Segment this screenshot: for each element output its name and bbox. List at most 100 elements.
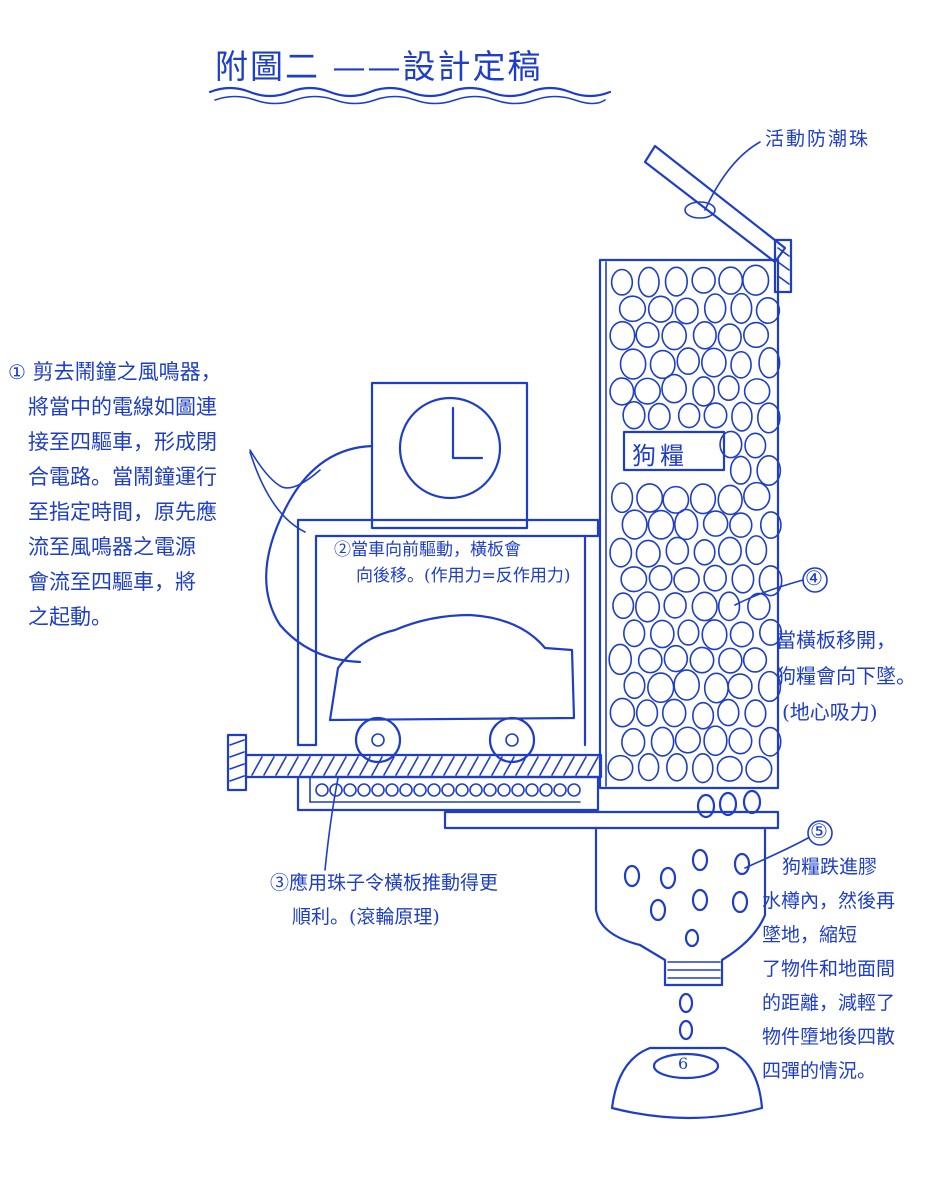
plastic-bottle	[594, 828, 767, 987]
hatch-line	[479, 756, 491, 776]
food-pellet	[637, 752, 660, 782]
food-pellet	[634, 377, 661, 405]
food-pellet	[731, 564, 755, 594]
hatch-line	[371, 756, 383, 776]
food-pellet	[692, 376, 716, 407]
food-pellet	[689, 646, 715, 674]
food-pellet	[701, 619, 728, 651]
food-pellet	[692, 321, 717, 350]
food-pellet	[649, 349, 676, 380]
food-pellet	[637, 647, 663, 674]
clock-wire	[265, 444, 374, 664]
food-pellet	[758, 726, 782, 757]
note1-line: 之起動。	[28, 605, 112, 629]
food-pellet	[727, 673, 753, 700]
food-pellet	[689, 483, 717, 515]
hatch-line	[587, 756, 599, 776]
roller-bead	[329, 783, 343, 797]
food-pellet	[755, 297, 781, 325]
lower-plate	[443, 810, 780, 830]
page-title: 附圖二 ——設計定稿	[215, 47, 543, 86]
food-pellet	[612, 592, 635, 620]
hatch-line	[419, 756, 431, 776]
note5-line: 墜地，縮短	[762, 924, 858, 946]
food-pellet	[730, 350, 752, 379]
food-pellet	[745, 755, 773, 783]
note5-line: 了物件和地面間	[762, 958, 896, 980]
roller-bead	[343, 783, 357, 797]
food-pellet	[718, 266, 744, 295]
title-underline	[208, 86, 612, 98]
note5-line: 物件墮地後四散	[762, 1026, 896, 1048]
roller-bead	[399, 783, 413, 797]
note-3: ③應用珠子令橫板推動得更 順利。(滾輪原理)	[270, 866, 498, 934]
food-pellet	[647, 295, 674, 323]
hatch-line	[335, 756, 347, 776]
hatch-line	[287, 756, 299, 776]
food-pellet	[758, 565, 783, 597]
roller-bead	[469, 783, 483, 797]
hatch-line	[491, 756, 503, 776]
dog-bowl	[610, 1046, 764, 1120]
food-pellet	[647, 402, 671, 431]
roller-bead	[553, 783, 567, 797]
food-pellet	[759, 618, 783, 646]
food-pellet	[673, 669, 700, 701]
alarm-clock	[370, 381, 529, 530]
note3-line: 順利。(滾輪原理)	[292, 906, 440, 928]
food-pellet	[703, 672, 729, 704]
food-pellet	[637, 266, 660, 298]
food-pellet	[674, 726, 702, 754]
food-pellet	[609, 697, 636, 728]
food-pellet	[702, 510, 729, 537]
food-pellet	[728, 727, 753, 755]
food-pellet	[743, 378, 771, 405]
note1-line: 合電路。當鬧鐘運行	[28, 465, 217, 489]
roller-bead	[455, 783, 469, 797]
hatch-line	[551, 756, 563, 776]
food-pellet	[634, 591, 661, 623]
food-pellet	[676, 347, 700, 375]
note1-line: 剪去鬧鐘之風鳴器，	[32, 360, 222, 384]
food-pellet	[661, 698, 687, 728]
food-pellet	[677, 619, 700, 646]
food-pellet	[731, 401, 753, 432]
note1-pointer	[249, 449, 321, 533]
roller-bead	[483, 783, 497, 797]
food-pellet	[648, 564, 673, 591]
roller-bead	[511, 783, 525, 797]
food-pellet	[608, 643, 633, 676]
food-pellet	[758, 346, 781, 379]
roller-bead	[525, 783, 539, 797]
circled-number-5: ⑤	[810, 819, 828, 843]
food-pellet	[663, 644, 689, 673]
note5-line: 狗糧跌進膠	[782, 856, 878, 878]
circled-number-4: ④	[805, 566, 823, 590]
food-pellet	[719, 430, 743, 459]
hatch-line	[323, 756, 335, 776]
hatch-line	[503, 756, 515, 776]
note1-line: 將當中的電線如圖連	[28, 395, 217, 419]
note1-line: 至指定時間，原先應	[28, 500, 217, 524]
moisture-bead-stick	[643, 141, 793, 294]
food-pellet	[756, 454, 782, 487]
dog-food-container	[598, 258, 783, 790]
falling-pellets	[696, 789, 762, 819]
food-pellet	[623, 619, 646, 648]
food-pellet	[756, 402, 781, 434]
hatch-line	[347, 756, 359, 776]
note-4: ④ 當橫板移開， 狗糧會向下墜。 (地心吸力)	[776, 586, 916, 730]
food-pellet	[662, 485, 690, 514]
food-pellet	[677, 402, 701, 429]
food-pellet	[743, 321, 770, 349]
food-pellet	[729, 512, 753, 538]
food-pellet	[674, 508, 699, 541]
food-pellet	[620, 566, 648, 593]
food-pellet	[742, 264, 770, 296]
food-pellet	[692, 701, 715, 730]
food-pellet	[716, 755, 743, 782]
roller-bead	[413, 783, 427, 797]
sliding-board	[226, 733, 603, 792]
hatch-line	[563, 756, 575, 776]
food-pellet	[759, 511, 782, 540]
